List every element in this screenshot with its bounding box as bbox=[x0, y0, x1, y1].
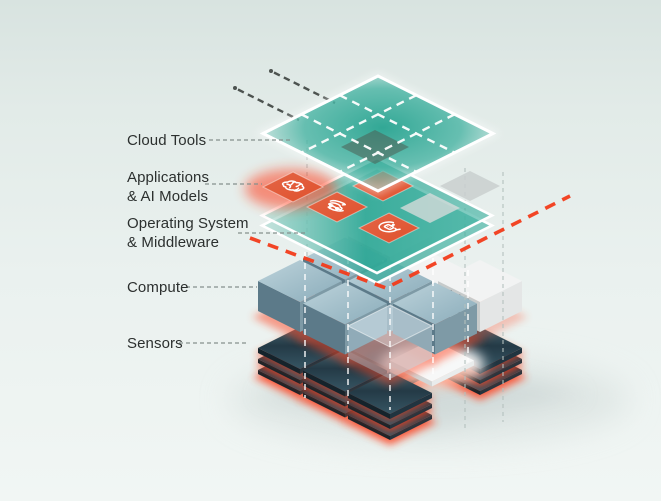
applications-layer bbox=[245, 169, 500, 244]
tile-sheen bbox=[307, 192, 367, 222]
ai-brain-icon bbox=[279, 179, 307, 193]
tile-sheen bbox=[263, 172, 323, 202]
layer-label-operating-system-middleware: Operating System & Middleware bbox=[127, 215, 249, 251]
arrow-start-dot bbox=[233, 86, 237, 90]
tile-sheen bbox=[359, 213, 419, 243]
layer-label-sensors: Sensors bbox=[127, 335, 183, 352]
arrow-start-dot bbox=[269, 69, 273, 73]
cloud-connection-arrows bbox=[233, 69, 336, 122]
cloud-tools-plane bbox=[255, 72, 501, 195]
label-leader-lines bbox=[179, 139, 308, 344]
red-dashed-highlight bbox=[249, 194, 571, 290]
robot-sync-icon bbox=[375, 220, 403, 234]
car-sync-icon bbox=[323, 199, 351, 213]
compute-cube-translucent bbox=[346, 304, 434, 379]
cloud-plane-dashed-grid bbox=[300, 94, 456, 173]
app-tile-gray bbox=[440, 171, 500, 201]
layer-label-applications-ai-models: Applications & AI Models bbox=[127, 169, 210, 205]
layer-label-compute: Compute bbox=[127, 279, 189, 296]
cloud-plane-dark-cell bbox=[341, 130, 409, 164]
layer-label-cloud-tools: Cloud Tools bbox=[127, 132, 207, 149]
app-tile-gray bbox=[400, 193, 460, 223]
